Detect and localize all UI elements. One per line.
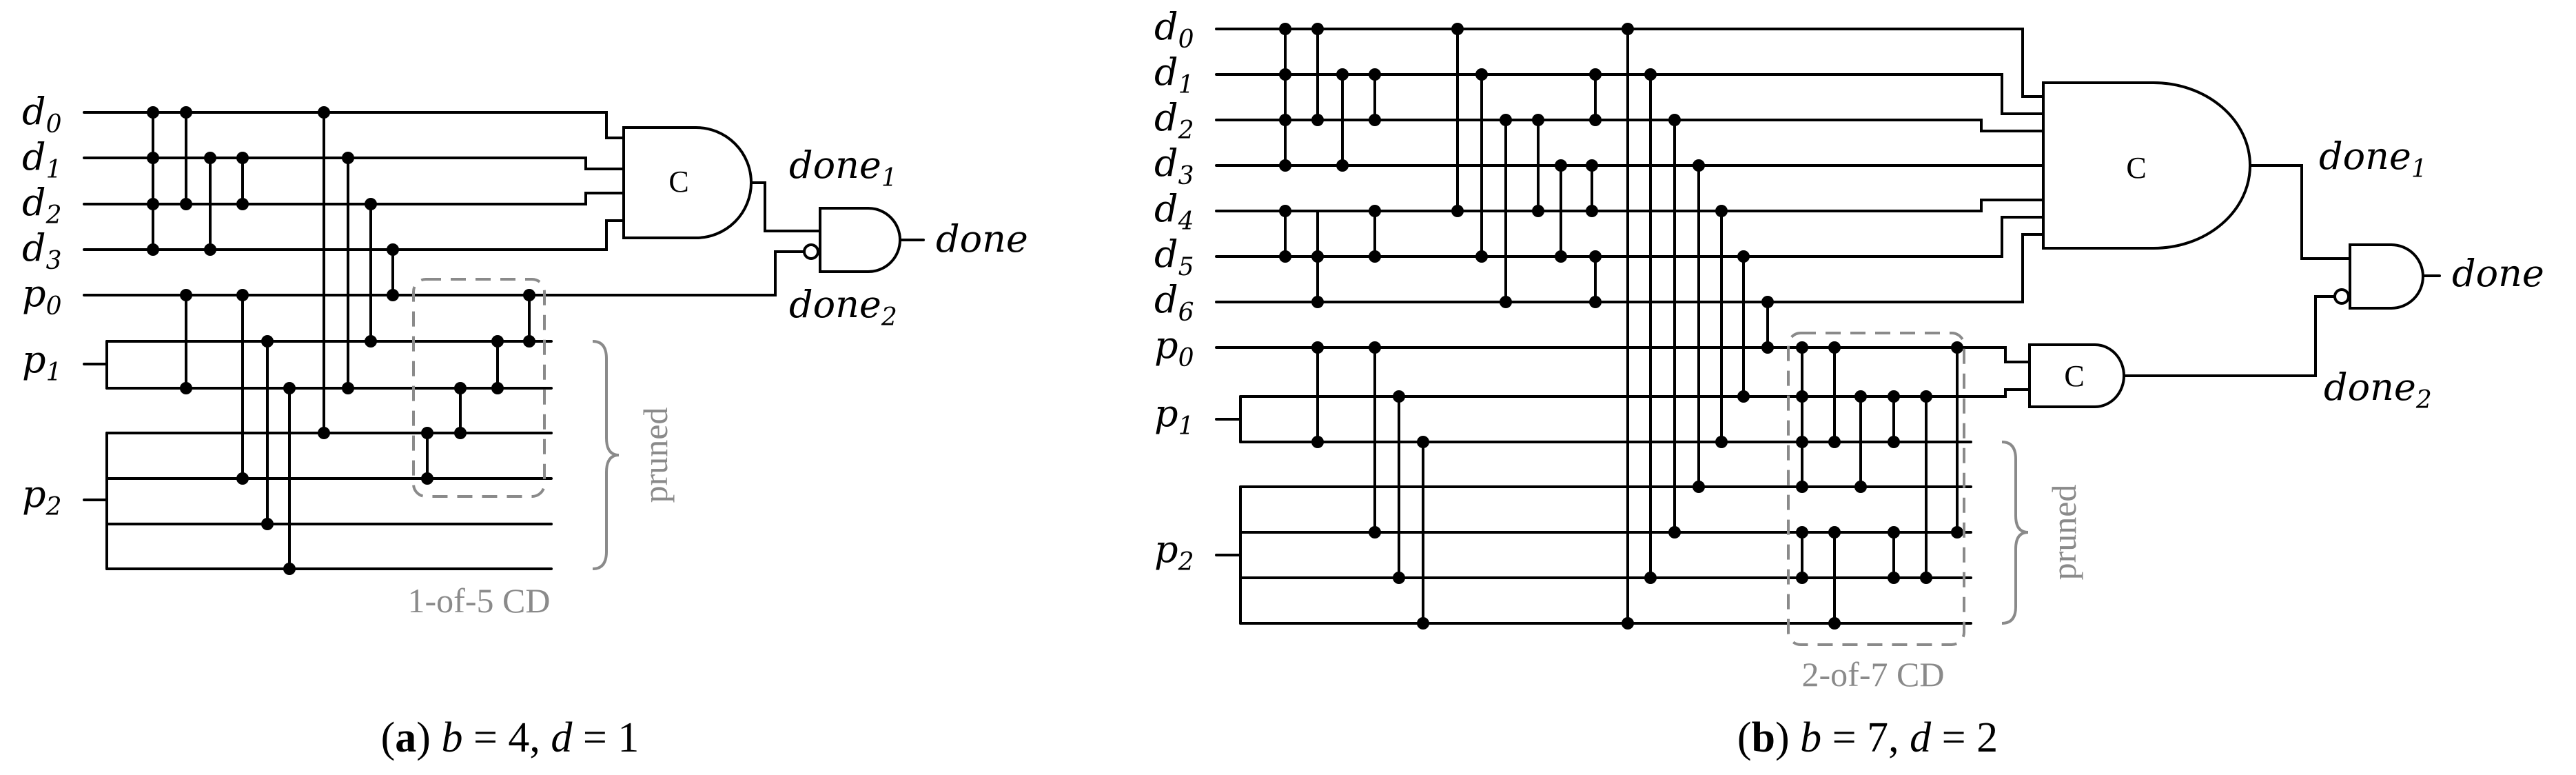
pruned-brace-a bbox=[592, 340, 620, 570]
c-gate-a-label: C bbox=[668, 165, 688, 199]
label-done1-a: done1 bbox=[789, 143, 897, 192]
label-done2-b: done2 bbox=[2324, 365, 2432, 414]
cd-label-a: 1-of-5 CD bbox=[408, 581, 551, 620]
cd-box-b bbox=[1787, 332, 1965, 646]
pruned-label-a: pruned bbox=[636, 407, 675, 503]
caption-b: (b) b = 7, d = 2 bbox=[1737, 714, 1998, 761]
pruned-brace-b bbox=[2001, 441, 2029, 625]
c-gate-b-small bbox=[2028, 343, 2125, 408]
panel-a-junctions bbox=[147, 106, 535, 575]
label-done-b: done bbox=[2452, 252, 2544, 295]
inverter-bubble-a bbox=[803, 243, 819, 260]
label-d2: d2 bbox=[22, 181, 61, 230]
caption-a: (a) b = 4, d = 1 bbox=[381, 714, 640, 761]
label-b-d2: d2 bbox=[1154, 96, 1194, 145]
and-gate-b bbox=[2349, 243, 2424, 310]
label-b-d0: d0 bbox=[1154, 5, 1194, 54]
label-done2-a: done2 bbox=[789, 283, 897, 332]
cd-box-a bbox=[412, 278, 546, 498]
label-d1: d1 bbox=[22, 135, 61, 184]
label-b-p1: p1 bbox=[1154, 392, 1194, 441]
label-p2: p2 bbox=[22, 472, 61, 521]
c-gate-a bbox=[622, 126, 753, 239]
label-b-p2: p2 bbox=[1154, 527, 1194, 576]
label-done-a: done bbox=[936, 217, 1028, 261]
label-b-d6: d6 bbox=[1154, 278, 1194, 327]
pruned-label-b: pruned bbox=[2045, 485, 2083, 581]
panel-b-wires bbox=[1215, 28, 2441, 625]
inverter-bubble-b bbox=[2333, 288, 2350, 305]
label-p1: p1 bbox=[22, 338, 61, 387]
label-b-d1: d1 bbox=[1154, 50, 1194, 99]
label-b-d3: d3 bbox=[1154, 141, 1194, 190]
cd-label-b: 2-of-7 CD bbox=[1802, 655, 1945, 694]
panel-a-wires bbox=[83, 111, 925, 570]
label-b-p0: p0 bbox=[1154, 323, 1194, 372]
and-gate-a bbox=[819, 207, 901, 273]
label-b-d5: d5 bbox=[1154, 232, 1194, 281]
c-gate-b-small-label: C bbox=[2064, 359, 2084, 393]
c-gate-b-big-label: C bbox=[2126, 151, 2146, 185]
panel-b-junctions bbox=[1279, 23, 1963, 630]
label-done1-b: done1 bbox=[2319, 134, 2427, 183]
label-d0: d0 bbox=[22, 90, 61, 139]
label-d3: d3 bbox=[22, 226, 61, 275]
panel-b: d0 d1 d2 d3 d4 d5 d6 p0 p1 p2 bbox=[1154, 5, 2544, 761]
label-b-d4: d4 bbox=[1154, 187, 1194, 236]
label-p0: p0 bbox=[22, 272, 61, 321]
panel-a: d0 d1 d2 d3 p0 p1 p2 bbox=[22, 90, 1028, 761]
c-gate-b-big bbox=[2042, 81, 2251, 250]
